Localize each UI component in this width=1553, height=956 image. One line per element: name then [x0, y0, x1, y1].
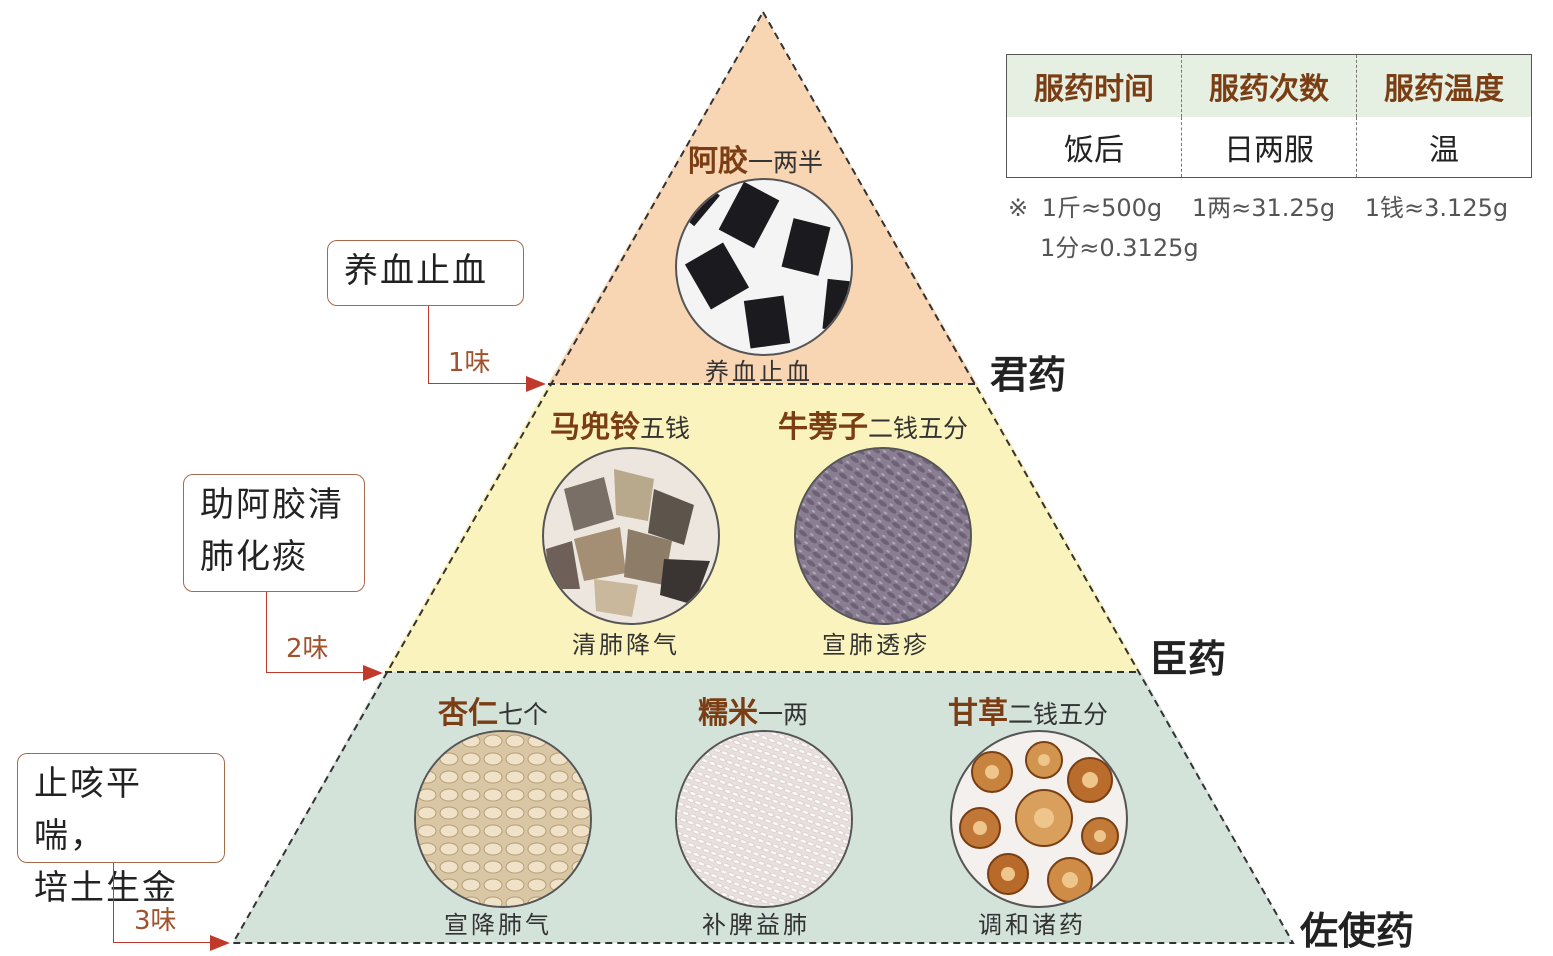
herb-photo-nuomi	[675, 730, 853, 908]
unit-note-line1: ※ 1斤≈500g 1两≈31.25g 1钱≈3.125g	[1008, 188, 1508, 223]
table-cell-frequency: 日两服	[1181, 117, 1357, 178]
herb-madouling-name: 马兜铃	[550, 410, 640, 445]
rank-label-jun: 君药	[990, 352, 1067, 397]
role-box-jun: 养血止血	[327, 240, 524, 306]
herb-fn-nuomi: 补脾益肺	[702, 911, 810, 939]
licorice-slices-image	[959, 741, 1119, 903]
role-box-zuo: 止咳平喘， 培土生金	[17, 753, 225, 908]
table-cell-temperature: 温	[1356, 117, 1532, 178]
count-chen: 2味	[286, 634, 329, 664]
herb-name-madouling: 马兜铃五钱	[550, 402, 690, 446]
herb-gancao-name: 甘草	[948, 696, 1008, 731]
role-box-chen: 助阿胶清 肺化痰	[183, 474, 365, 592]
herb-ejiao-dose: 一两半	[748, 148, 824, 177]
herb-photo-madouling	[542, 447, 720, 625]
herb-fn-niubangzi: 宣肺透疹	[822, 631, 930, 659]
role-box-chen-line1: 助阿胶清	[200, 485, 344, 525]
herb-photo-gancao	[950, 730, 1128, 908]
note-liang: 1两≈31.25g	[1191, 194, 1336, 222]
herb-madouling-dose: 五钱	[640, 414, 691, 443]
administration-table: 服药时间 服药次数 服药温度 饭后 日两服 温	[1006, 54, 1532, 178]
herb-photo-ejiao	[675, 178, 853, 356]
seeds-image	[796, 449, 970, 623]
connector-chen-h	[266, 672, 366, 673]
arrow-zuo	[210, 935, 230, 951]
herb-nuomi-name: 糯米	[698, 696, 758, 731]
dried-fruit-image	[546, 469, 710, 617]
note-jin: 1斤≈500g	[1041, 194, 1163, 222]
herb-niubangzi-dose: 二钱五分	[868, 414, 969, 443]
rank-label-chen: 臣药	[1150, 636, 1227, 681]
note-mark: ※	[1008, 194, 1029, 222]
herb-name-xingren: 杏仁七个	[438, 688, 548, 732]
role-box-zuo-line1: 止咳平喘，	[34, 764, 142, 856]
connector-jun-v	[428, 306, 429, 384]
role-box-jun-text: 养血止血	[344, 251, 488, 291]
role-box-zuo-line2: 培土生金	[34, 868, 178, 908]
connector-zuo-v	[113, 863, 114, 943]
count-jun: 1味	[448, 348, 491, 378]
table-header-frequency: 服药次数	[1181, 54, 1357, 117]
herb-fn-madouling: 清肺降气	[572, 631, 680, 659]
herb-nuomi-dose: 一两	[758, 700, 809, 729]
arrow-jun	[526, 376, 546, 392]
herb-xingren-dose: 七个	[498, 700, 549, 729]
note-fen: 1分≈0.3125g	[1040, 234, 1199, 262]
table-header-temperature: 服药温度	[1356, 54, 1532, 117]
herb-name-gancao: 甘草二钱五分	[948, 688, 1108, 732]
herb-photo-niubangzi	[794, 447, 972, 625]
connector-jun-h	[428, 383, 530, 384]
rank-label-zuo: 佐使药	[1300, 908, 1415, 953]
role-box-chen-line2: 肺化痰	[200, 537, 308, 577]
note-qian: 1钱≈3.125g	[1364, 194, 1509, 222]
arrow-chen	[363, 665, 383, 681]
herb-name-ejiao: 阿胶一两半	[688, 136, 823, 180]
tier-chen-fill	[385, 384, 1141, 672]
herb-fn-gancao: 调和诸药	[978, 911, 1086, 939]
connector-zuo-h	[113, 942, 213, 943]
herb-fn-ejiao: 养血止血	[705, 358, 813, 386]
table-header-time: 服药时间	[1006, 54, 1182, 117]
rice-image	[677, 732, 851, 906]
herb-fn-xingren: 宣降肺气	[444, 911, 552, 939]
herb-niubangzi-name: 牛蒡子	[778, 410, 868, 445]
almond-image	[416, 732, 590, 906]
herb-name-niubangzi: 牛蒡子二钱五分	[778, 402, 968, 446]
table-cell-time: 饭后	[1006, 117, 1182, 178]
count-zuo: 3味	[134, 906, 177, 936]
gelatin-pieces-image	[677, 180, 851, 349]
table-row: 饭后 日两服 温	[1006, 117, 1532, 178]
herb-xingren-name: 杏仁	[438, 696, 498, 731]
table-header-row: 服药时间 服药次数 服药温度	[1006, 54, 1532, 117]
herb-photo-xingren	[414, 730, 592, 908]
herb-ejiao-name: 阿胶	[688, 144, 748, 179]
herb-gancao-dose: 二钱五分	[1008, 700, 1109, 729]
pyramid-outline	[231, 9, 1295, 944]
connector-chen-v	[266, 592, 267, 672]
herb-name-nuomi: 糯米一两	[698, 688, 808, 732]
